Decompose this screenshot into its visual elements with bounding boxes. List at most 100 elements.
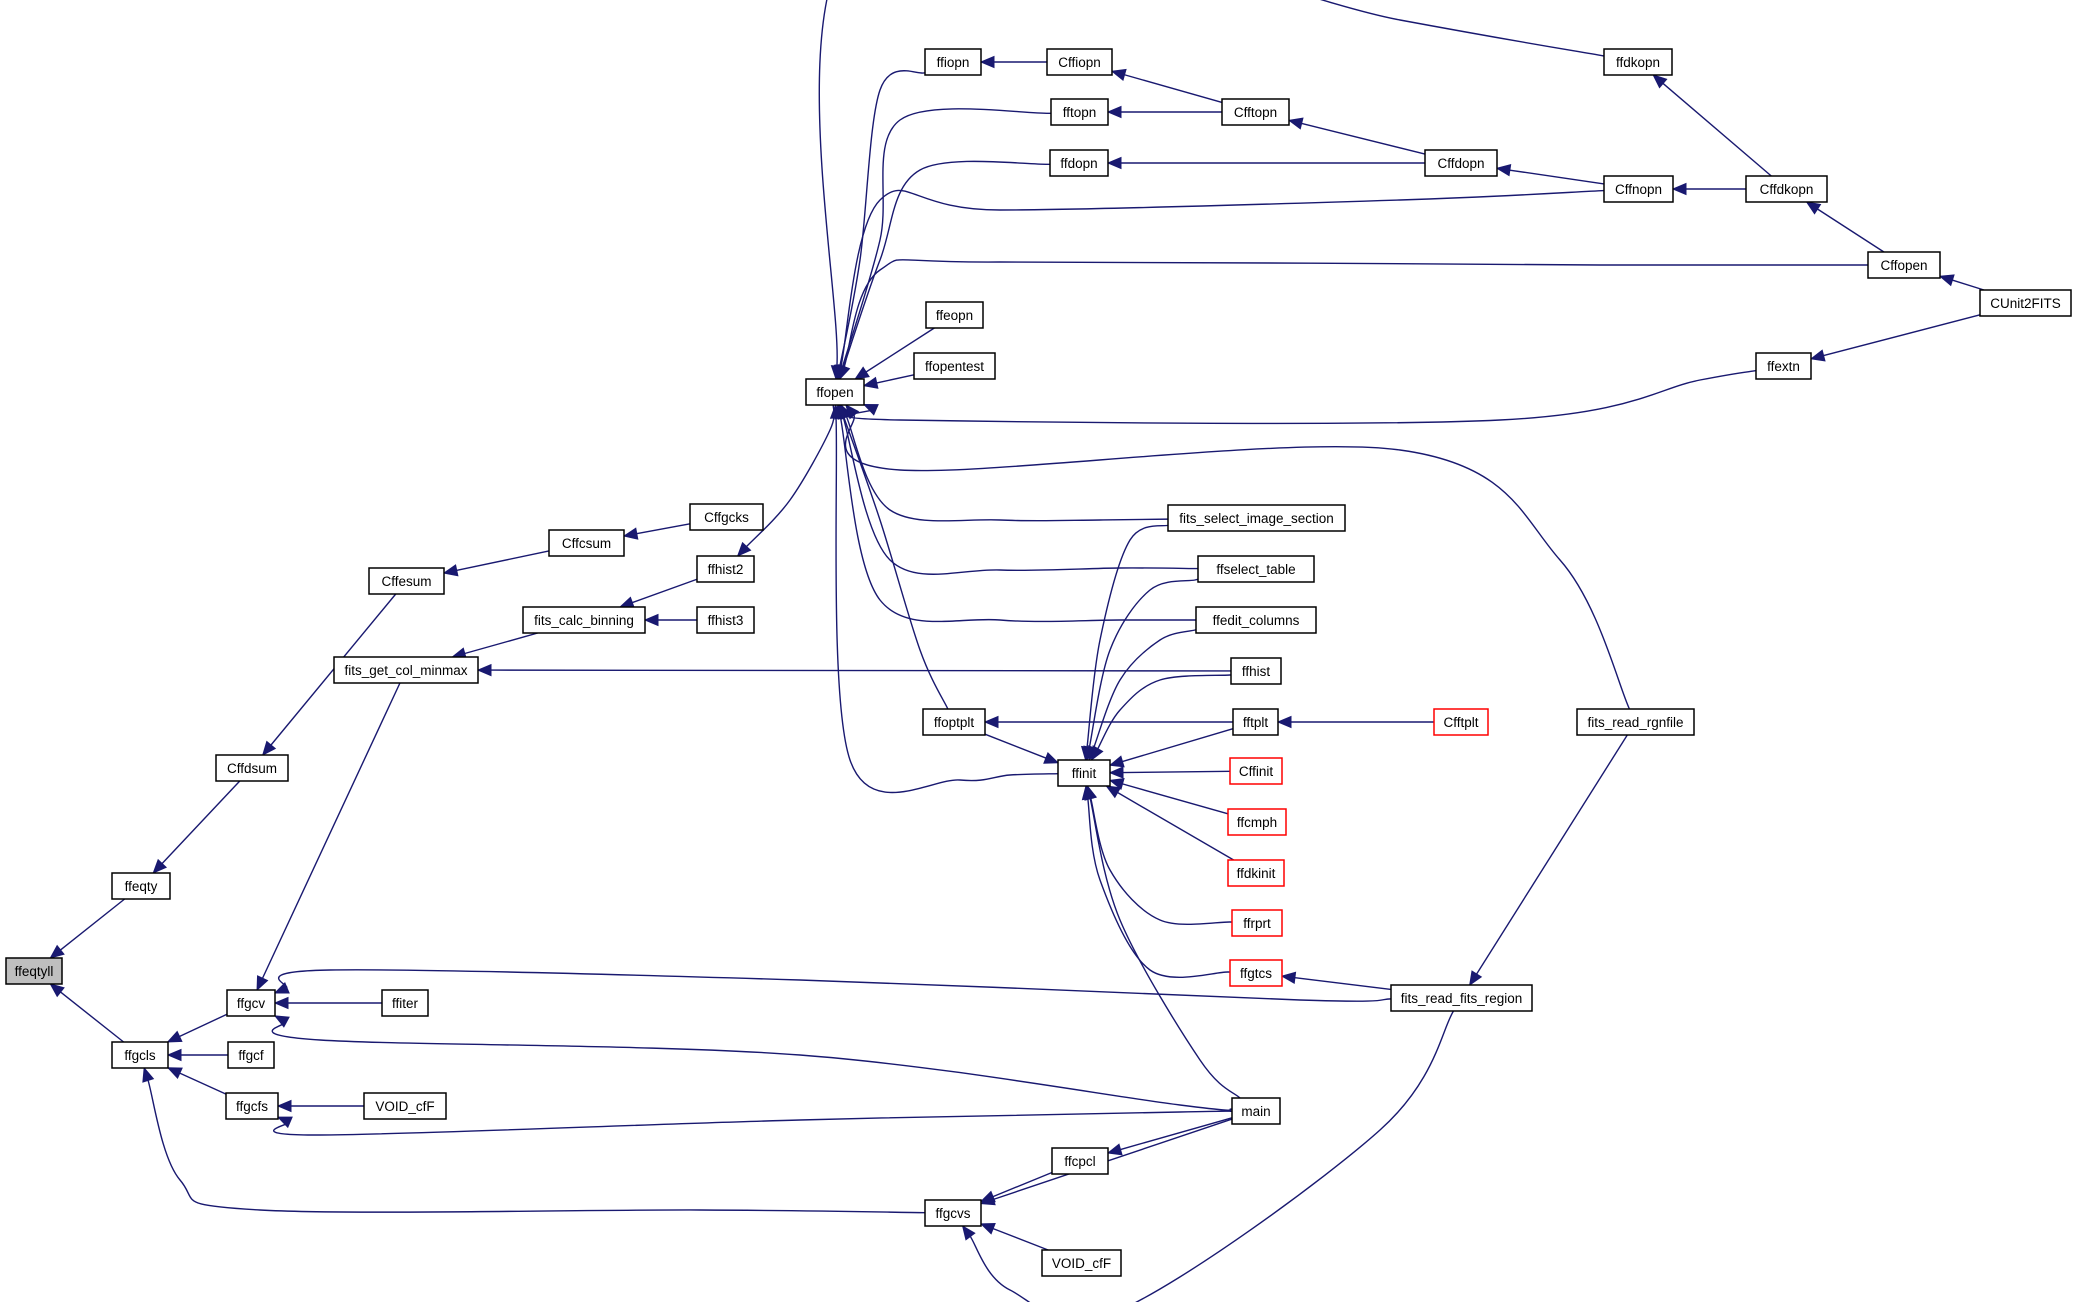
edge-ffdkopn-calls-ffopen — [818, 0, 1605, 368]
node-box — [922, 708, 986, 736]
node-box — [111, 1041, 169, 1069]
arrowhead — [1287, 117, 1304, 130]
node-ffgtcs[interactable]: ffgtcs — [1229, 959, 1283, 987]
node-void-cff-2[interactable]: VOID_cfF — [1041, 1249, 1122, 1277]
node-ffrprt[interactable]: ffrprt — [1231, 909, 1283, 937]
node-ffselect-table[interactable]: ffselect_table — [1197, 555, 1315, 583]
node-fftopn[interactable]: fftopn — [1050, 98, 1109, 126]
node-ffcmph[interactable]: ffcmph — [1227, 808, 1287, 836]
node-label: ffdkopn — [1616, 55, 1660, 70]
node-cffcsum[interactable]: Cffcsum — [548, 529, 625, 557]
node-ffedit-columns[interactable]: ffedit_columns — [1195, 606, 1317, 634]
node-fftplt[interactable]: fftplt — [1232, 708, 1279, 736]
node-fits-get-col-minmax[interactable]: fits_get_col_minmax — [333, 656, 479, 684]
arrowhead — [983, 715, 999, 729]
edges-layer — [49, 0, 1985, 1302]
edge-ffcpcl-calls-ffgcvs — [991, 1171, 1053, 1198]
node-box — [1195, 606, 1317, 634]
node-box — [1229, 757, 1283, 785]
node-ffdopn[interactable]: ffdopn — [1049, 149, 1109, 177]
node-ffgcls[interactable]: ffgcls — [111, 1041, 169, 1069]
node-box — [1041, 1249, 1122, 1277]
node-cfftopn[interactable]: Cfftopn — [1221, 98, 1290, 126]
node-ffeopn[interactable]: ffeopn — [925, 301, 984, 329]
node-cffopen[interactable]: Cffopen — [1867, 251, 1941, 279]
node-fits-calc-binning[interactable]: fits_calc_binning — [522, 606, 646, 634]
node-ffinit[interactable]: ffinit — [1057, 759, 1111, 787]
node-label: fits_read_fits_region — [1401, 991, 1523, 1006]
node-box — [1433, 708, 1489, 736]
node-ffhist3[interactable]: ffhist3 — [696, 606, 755, 634]
node-cunit2fits[interactable]: CUnit2FITS — [1979, 289, 2072, 317]
node-box — [368, 567, 445, 595]
arrowhead — [273, 981, 290, 994]
node-ffgcv[interactable]: ffgcv — [226, 989, 276, 1017]
node-cffnopn[interactable]: Cffnopn — [1603, 175, 1674, 203]
node-box — [913, 352, 996, 380]
node-fits-select-image-section[interactable]: fits_select_image_section — [1167, 504, 1346, 532]
edge-ffeopn-calls-ffopen — [864, 327, 935, 374]
edge-main-calls-ffgcfs — [273, 1110, 1233, 1136]
edge-ffhist2-calls-fits_calc_binning — [631, 578, 698, 604]
node-ffeqtyll[interactable]: ffeqtyll — [5, 957, 63, 985]
node-label: ffdkinit — [1237, 866, 1276, 881]
node-cfftplt[interactable]: Cfftplt — [1433, 708, 1489, 736]
node-label: ffgcv — [237, 996, 266, 1011]
node-ffdkinit[interactable]: ffdkinit — [1227, 859, 1285, 887]
node-label: ffeopn — [936, 308, 973, 323]
arrowhead — [1495, 164, 1512, 177]
node-cffdsum[interactable]: Cffdsum — [215, 754, 289, 782]
node-ffcpcl[interactable]: ffcpcl — [1051, 1147, 1109, 1175]
node-fits-read-rgnfile[interactable]: fits_read_rgnfile — [1576, 708, 1695, 736]
node-ffgcvs[interactable]: ffgcvs — [924, 1199, 982, 1227]
edge-ffgcvs-calls-ffgcls — [147, 1079, 926, 1214]
node-box — [1197, 555, 1315, 583]
node-cffgcks[interactable]: Cffgcks — [689, 503, 764, 531]
node-ffhist[interactable]: ffhist — [1230, 657, 1282, 685]
node-box — [1227, 808, 1287, 836]
arrowhead — [142, 1066, 155, 1083]
node-box — [548, 529, 625, 557]
node-cffinit[interactable]: Cffinit — [1229, 757, 1283, 785]
edge-cffesum-calls-cffdsum — [269, 593, 397, 747]
node-ffgcf[interactable]: ffgcf — [227, 1041, 275, 1069]
node-fits-read-fits-region[interactable]: fits_read_fits_region — [1390, 984, 1533, 1012]
arrowhead — [622, 527, 639, 540]
node-ffiopn[interactable]: ffiopn — [924, 48, 982, 76]
nodes-layer: ffeqtyll ffeqty ffgcls Cffdsum Cffesum Cffcsu… — [5, 48, 2072, 1277]
node-void-cff-1[interactable]: VOID_cfF — [363, 1092, 447, 1120]
node-ffextn[interactable]: ffextn — [1755, 352, 1812, 380]
node-label: ffgcf — [238, 1048, 264, 1063]
node-main[interactable]: main — [1231, 1097, 1281, 1125]
edge-ffgcfs-calls-ffgcls — [178, 1072, 227, 1095]
node-ffoptplt[interactable]: ffoptplt — [922, 708, 986, 736]
node-cffesum[interactable]: Cffesum — [368, 567, 445, 595]
node-ffhist2[interactable]: ffhist2 — [696, 555, 755, 583]
node-box — [1603, 48, 1673, 76]
node-ffdkopn[interactable]: ffdkopn — [1603, 48, 1673, 76]
edge-fits_get_col_minmax-calls-ffgcv — [261, 682, 401, 980]
arrowhead — [1108, 778, 1125, 791]
node-ffopen[interactable]: ffopen — [805, 378, 865, 406]
arrowhead — [1108, 766, 1124, 779]
node-ffopentest[interactable]: ffopentest — [913, 352, 996, 380]
node-ffiter[interactable]: ffiter — [381, 989, 429, 1017]
node-cffiopn[interactable]: Cffiopn — [1046, 48, 1113, 76]
edge-ffinit-calls-ffopen — [835, 416, 1059, 794]
node-cffdkopn[interactable]: Cffdkopn — [1745, 175, 1828, 203]
node-box — [333, 656, 479, 684]
node-label: ffcpcl — [1064, 1154, 1095, 1169]
arrowhead — [1469, 970, 1483, 987]
arrowhead — [276, 1116, 293, 1129]
edge-cffinit-calls-ffinit — [1121, 770, 1231, 774]
node-box — [381, 989, 429, 1017]
node-box — [226, 989, 276, 1017]
node-ffeqty[interactable]: ffeqty — [111, 872, 171, 900]
edge-main-calls-ffgcvs — [992, 1118, 1233, 1201]
node-label: Cfftplt — [1443, 715, 1478, 730]
edge-fits_calc_binning-calls-fits_get_col_minmax — [463, 632, 538, 655]
edge-cunit2fits-calls-ffextn — [1822, 314, 1981, 357]
node-ffgcfs[interactable]: ffgcfs — [225, 1092, 279, 1120]
node-cffdopn[interactable]: Cffdopn — [1424, 149, 1498, 177]
node-label: Cffgcks — [704, 510, 749, 525]
